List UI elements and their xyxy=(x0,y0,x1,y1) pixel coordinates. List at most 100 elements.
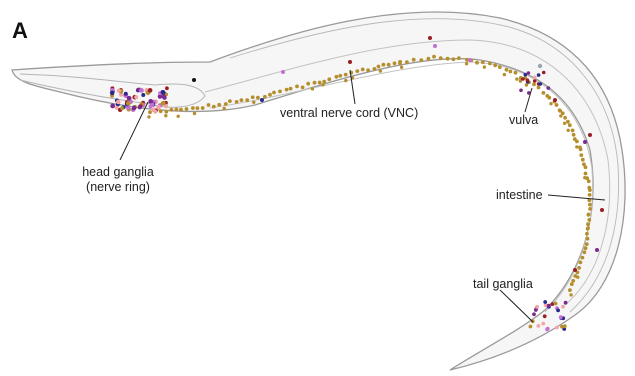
scattered-neuron-dot xyxy=(428,36,432,40)
vnc-neuron-dot xyxy=(193,112,196,115)
vnc-neuron-dot xyxy=(567,129,570,132)
tail-neuron-dot xyxy=(555,326,559,330)
vnc-neuron-dot xyxy=(398,61,402,65)
head-neuron-dot xyxy=(117,89,121,93)
vnc-neuron-dot xyxy=(555,103,559,107)
scattered-neuron-dot xyxy=(553,98,557,102)
vnc-neuron-dot xyxy=(196,106,200,110)
vnc-neuron-dot xyxy=(568,123,572,127)
vnc-neuron-dot xyxy=(558,108,562,112)
tail-neuron-dot xyxy=(564,301,568,305)
vnc-neuron-dot xyxy=(338,74,342,78)
vnc-neuron-dot xyxy=(498,65,502,69)
vnc-neuron-dot xyxy=(361,68,365,72)
vnc-neuron-dot xyxy=(532,83,536,87)
vnc-neuron-dot xyxy=(268,93,272,97)
vnc-neuron-dot xyxy=(569,293,572,296)
vnc-neuron-dot xyxy=(542,91,546,95)
head-neuron-dot xyxy=(132,106,136,110)
vnc-neuron-dot xyxy=(575,145,578,148)
vnc-neuron-dot xyxy=(570,282,574,286)
vnc-neuron-dot xyxy=(164,114,167,117)
vnc-neuron-dot xyxy=(585,232,589,236)
vnc-neuron-dot xyxy=(159,109,163,113)
head-neuron-dot xyxy=(156,105,161,110)
head-neuron-dot xyxy=(116,100,121,105)
vnc-neuron-dot xyxy=(256,96,260,100)
vnc-neuron-dot xyxy=(170,108,174,112)
vnc-neuron-dot xyxy=(228,99,232,103)
vnc-neuron-dot xyxy=(563,116,567,120)
head-neuron-dot xyxy=(148,88,153,93)
tail-neuron-dot xyxy=(543,314,547,318)
tail-neuron-dot xyxy=(537,324,541,328)
head-neuron-dot xyxy=(192,78,196,82)
vnc-neuron-dot xyxy=(164,110,168,114)
scattered-neuron-dot xyxy=(348,60,352,64)
vulva-neuron-dot xyxy=(542,71,546,75)
vnc-neuron-dot xyxy=(465,62,468,65)
vnc-neuron-dot xyxy=(177,115,180,118)
vnc-neuron-dot xyxy=(573,274,577,278)
vnc-neuron-dot xyxy=(579,261,583,265)
vnc-neuron-dot xyxy=(505,68,509,72)
head-ganglia-sublabel: (nerve ring) xyxy=(86,180,150,194)
vnc-neuron-dot xyxy=(581,256,585,260)
tail-leader-line xyxy=(500,290,533,322)
vnc-neuron-dot xyxy=(366,68,370,72)
vnc-neuron-dot xyxy=(514,71,518,75)
vnc-neuron-dot xyxy=(584,165,588,169)
vnc-neuron-dot xyxy=(251,95,255,99)
vnc-neuron-dot xyxy=(587,179,591,183)
vnc-neuron-dot xyxy=(488,62,492,66)
tail-neuron-dot xyxy=(559,315,563,319)
vnc-neuron-dot xyxy=(373,67,377,71)
vnc-neuron-dot xyxy=(509,70,513,74)
head-neuron-dot xyxy=(138,105,142,109)
vnc-neuron-dot xyxy=(584,172,588,176)
vnc-neuron-dot xyxy=(311,87,314,90)
tail-neuron-dot xyxy=(556,309,560,313)
vnc-neuron-dot xyxy=(571,129,575,133)
scattered-neuron-dot xyxy=(600,208,604,212)
vnc-neuron-dot xyxy=(223,107,226,110)
head-neuron-dot xyxy=(115,106,119,110)
vnc-neuron-dot xyxy=(566,120,570,124)
vnc-neuron-dot xyxy=(515,77,518,80)
vulva-neuron-dot xyxy=(527,71,531,75)
scattered-neuron-dot xyxy=(583,140,587,144)
vnc-neuron-dot xyxy=(263,95,267,99)
vulva-neuron-dot xyxy=(537,73,541,77)
head-neuron-dot xyxy=(139,88,144,93)
vnc-neuron-dot xyxy=(493,64,497,68)
head-neuron-dot xyxy=(120,106,124,110)
head-neuron-dot xyxy=(126,101,131,106)
vnc-neuron-dot xyxy=(586,222,590,226)
vnc-neuron-dot xyxy=(147,115,150,118)
vnc-neuron-dot xyxy=(525,83,528,86)
vnc-neuron-dot xyxy=(483,65,486,68)
vnc-neuron-dot xyxy=(587,218,591,222)
vnc-neuron-dot xyxy=(571,279,575,283)
vnc-neuron-dot xyxy=(379,69,382,72)
head-neuron-dot xyxy=(162,94,166,98)
vnc-neuron-dot xyxy=(457,56,461,60)
head-neuron-dot xyxy=(151,107,156,112)
vnc-neuron-dot xyxy=(503,73,506,76)
vnc-neuron-dot xyxy=(301,86,305,90)
vnc-neuron-dot xyxy=(587,213,591,217)
scattered-neuron-dot xyxy=(433,44,437,48)
vnc-neuron-dot xyxy=(586,237,590,241)
tail-neuron-dot xyxy=(546,327,550,331)
vnc-neuron-dot xyxy=(313,81,317,85)
vnc-neuron-dot xyxy=(245,98,249,102)
tail-neuron-dot xyxy=(535,305,539,309)
vnc-neuron-dot xyxy=(446,57,450,61)
vulva-neuron-dot xyxy=(524,73,528,77)
vnc-neuron-dot xyxy=(588,193,592,197)
vnc-neuron-dot xyxy=(583,250,587,254)
vnc-neuron-dot xyxy=(344,79,347,82)
tail-neuron-dot xyxy=(547,304,551,308)
